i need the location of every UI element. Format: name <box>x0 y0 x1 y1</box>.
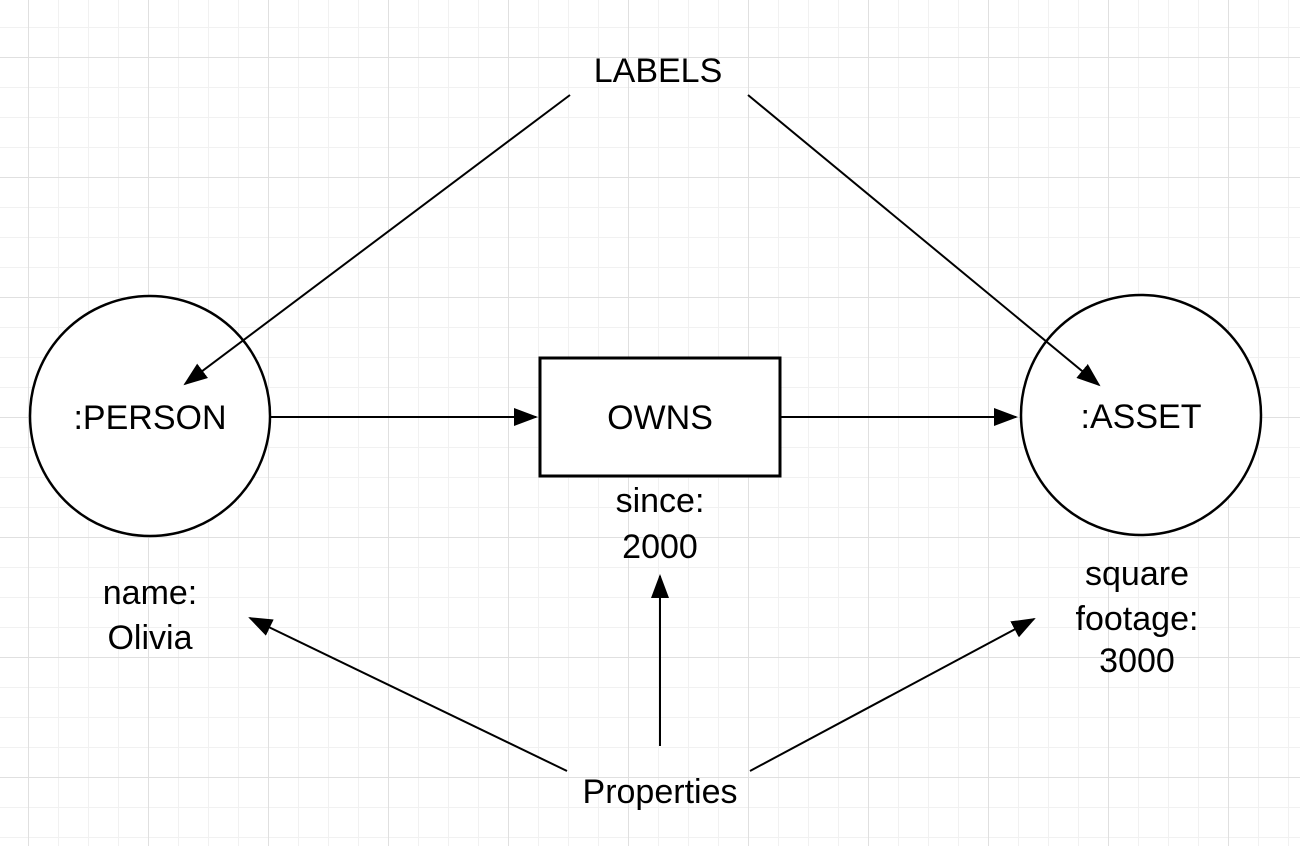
arrow-properties-to-square-footage <box>749 618 1036 772</box>
owns-property-line-1: since: <box>616 482 705 520</box>
person-property-line-2: Olivia <box>107 619 192 657</box>
owns-relationship-label: OWNS <box>607 399 713 437</box>
person-node-label: :PERSON <box>73 399 226 437</box>
labels-annotation: LABELS <box>594 52 723 90</box>
person-property-line-1: name: <box>103 574 198 612</box>
properties-annotation: Properties <box>583 773 738 811</box>
owns-property-line-2: 2000 <box>622 528 698 566</box>
arrow-properties-to-name <box>248 617 568 772</box>
asset-node-label: :ASSET <box>1081 398 1202 436</box>
owns-relationship-box <box>538 356 782 478</box>
asset-property-line-2: footage: <box>1076 600 1199 638</box>
asset-property-line-3: 3000 <box>1099 642 1175 680</box>
asset-property-line-1: square <box>1085 555 1189 593</box>
arrow-labels-to-person <box>183 94 571 386</box>
asset-node <box>1019 293 1263 537</box>
arrow-labels-to-asset <box>747 94 1101 387</box>
